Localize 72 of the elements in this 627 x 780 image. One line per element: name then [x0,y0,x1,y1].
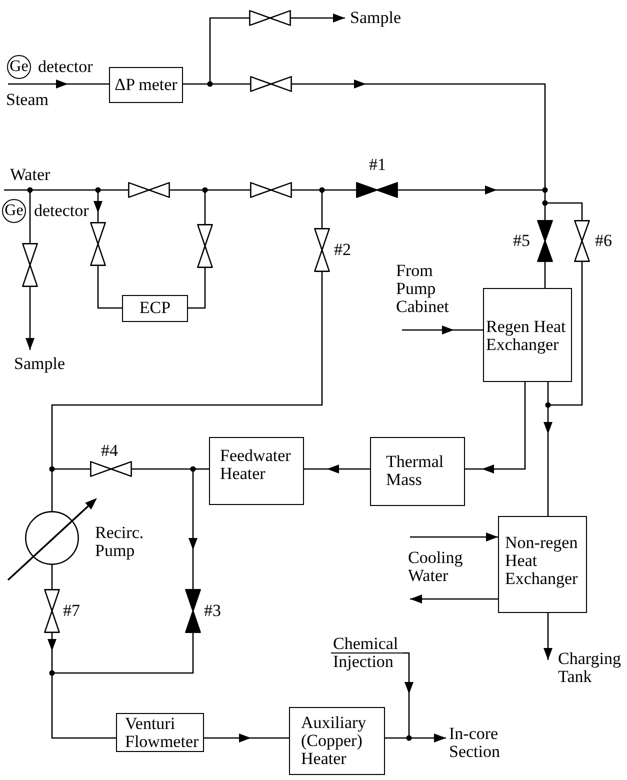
flow-arrow [292,80,546,190]
stream-label: From Pump Cabinet [396,262,450,318]
flow-arrow [402,326,483,334]
equipment-box: Venturi Flowmeter [116,713,204,752]
valve-number: #2 [334,241,351,259]
stream-label: Sample [349,8,402,28]
pump-label: Recirc. Pump [95,524,145,560]
pipe-line [210,83,250,85]
equipment-box: Regen Heat Exchanger [483,288,572,382]
pipe-line [132,468,193,470]
pipe-line [385,737,409,739]
pipe-line [547,382,549,405]
valve-number: #3 [204,602,221,620]
pipe-line [321,190,323,228]
pipe-line [204,190,206,224]
flow-arrow [409,734,446,742]
equipment-box: Feedwater Heater [209,437,304,505]
stream-label: Cooling Water [407,547,464,587]
pipe-line [292,189,322,191]
flow-arrow [94,190,102,222]
stream-label: Sample [13,353,66,374]
valve-number: #4 [101,442,118,460]
pipe-line [193,468,209,470]
pipe-line [52,633,194,674]
flow-arrow [544,405,552,516]
pipe-line [548,262,583,406]
pipe-line [51,272,323,469]
flow-arrow [48,633,56,673]
flow-arrow [403,652,414,738]
pipe-line [544,190,546,203]
flow-arrow [544,613,552,660]
flow-arrow [304,464,370,474]
stream-label: Steam [5,89,50,110]
flow-arrow [465,382,526,474]
stream-label: Chemical Injection [331,635,403,671]
valve-number: #7 [63,602,80,620]
equipment-box: ECP [122,295,188,322]
valve-number: #6 [595,232,612,250]
pipe-line [51,469,53,511]
equipment-box: Non-regen Heat Exchanger [498,516,587,613]
equipment-box: ΔP meter [109,67,183,103]
pipe-line [545,202,583,220]
equipment-box: Thermal Mass [370,437,465,506]
pipe-line [51,673,116,739]
stream-label: In-core Section [448,724,501,762]
pipe-line [209,17,249,84]
flow-arrow [204,734,289,742]
detector-symbol: Ge [7,55,31,79]
pipe-line [30,189,98,191]
detector-symbol: Ge [2,199,26,223]
pipe-line [170,189,205,191]
pipe-line [183,83,210,85]
pipe-line [205,189,250,191]
pipe-line [4,189,30,191]
flow-arrow [410,532,498,542]
pipe-line [98,189,128,191]
pipe-line [544,203,546,220]
flow-arrow [188,469,198,589]
equipment-box: Auxiliary (Copper) Heater [289,707,385,775]
detector-label: detector [34,202,89,220]
pipe-line [322,189,356,191]
pipe-line [29,190,31,243]
stream-label: Water [9,164,52,186]
valve-number: #1 [369,156,386,174]
flow-arrow [8,80,109,88]
pipe-line [52,468,90,470]
valve-number: #5 [513,232,530,250]
stream-label: Charging Tank [557,648,622,688]
flow-arrow [410,594,498,604]
flow-arrow [398,186,545,194]
detector-label: detector [38,58,93,76]
pipe-line [51,565,53,589]
